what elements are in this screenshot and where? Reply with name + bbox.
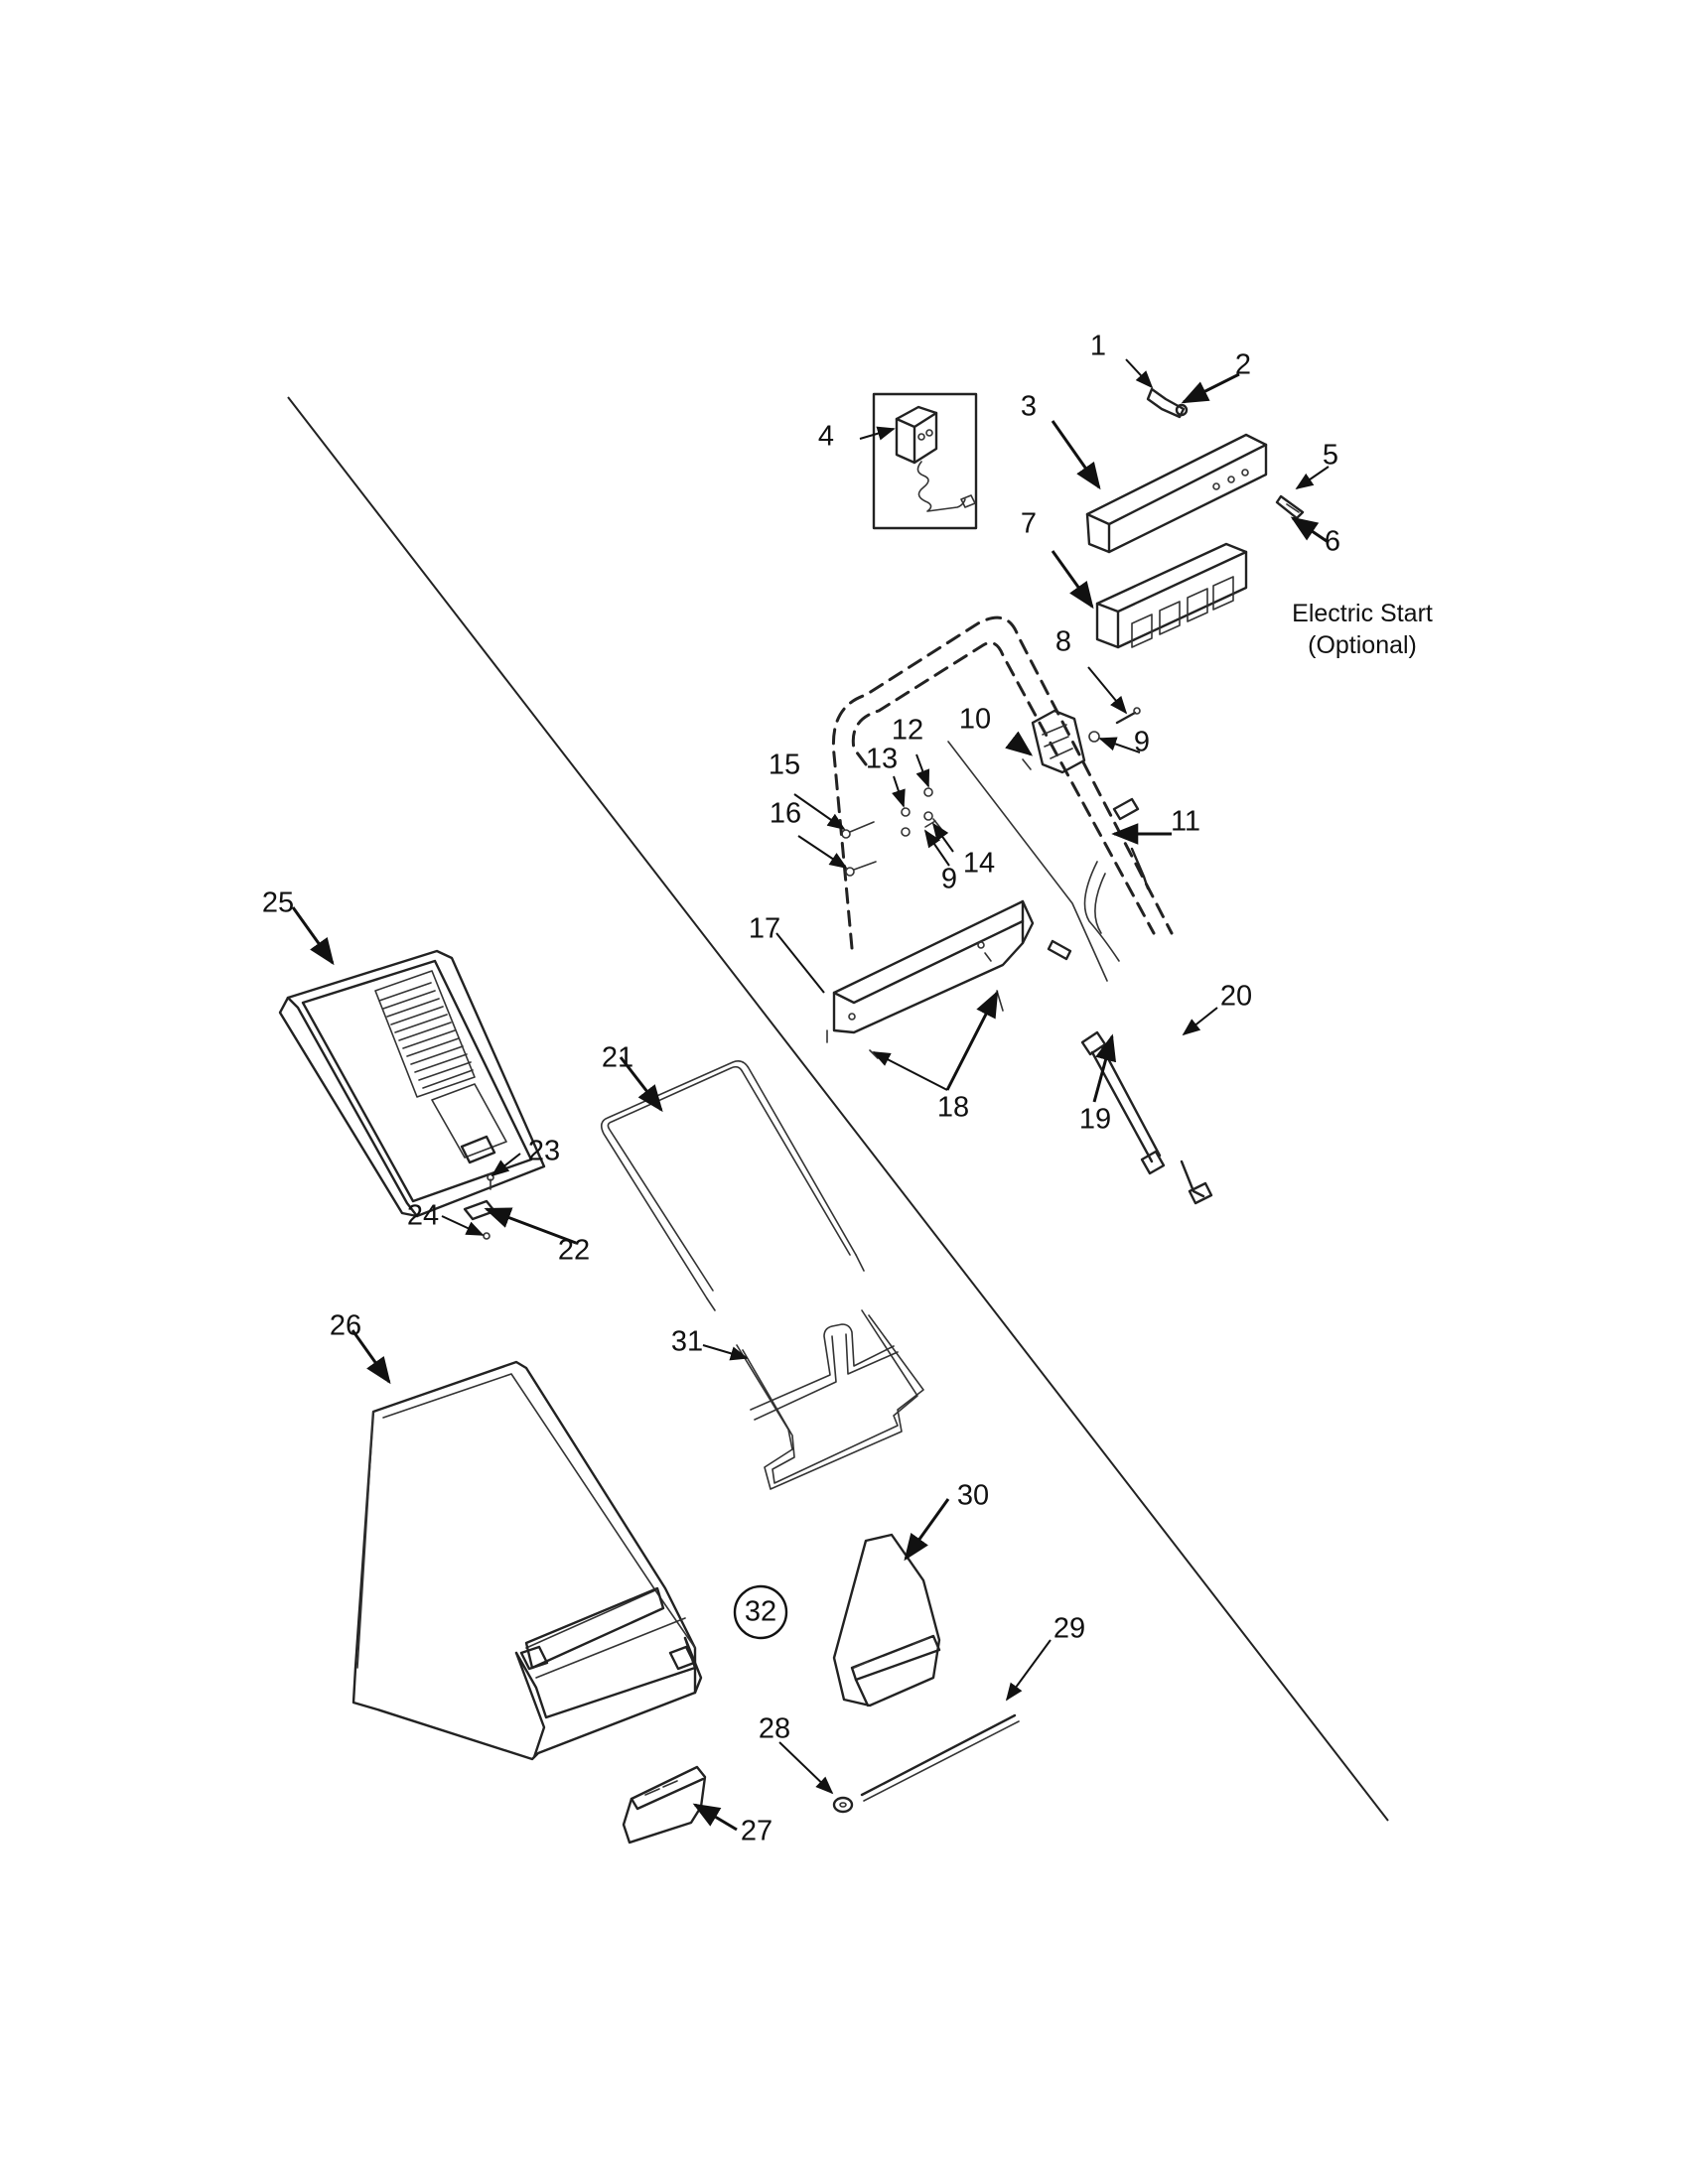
part-5-6-clip	[1275, 494, 1305, 520]
electric-start-title: Electric Start	[1292, 600, 1433, 627]
part-27-flap	[622, 1765, 707, 1844]
part-30-deflector	[832, 1533, 941, 1707]
part-4-charger	[872, 392, 978, 530]
label-part-22: 22	[557, 1234, 591, 1267]
part-7-battery-pack	[1095, 542, 1248, 649]
label-part-9-left: 9	[940, 863, 958, 895]
part-10-control	[1022, 709, 1086, 774]
label-part-13: 13	[865, 743, 899, 775]
label-part-32: 32	[744, 1595, 777, 1628]
label-part-5: 5	[1322, 439, 1339, 472]
label-part-1: 1	[1089, 330, 1107, 362]
part-24-screw	[483, 1232, 491, 1240]
label-part-6: 6	[1324, 525, 1341, 558]
part-3-battery-cover	[1085, 433, 1268, 554]
part-31-frame-lower	[706, 1254, 924, 1490]
label-part-31: 31	[670, 1325, 704, 1358]
upper-handle	[831, 615, 1174, 950]
label-part-14: 14	[962, 847, 996, 880]
part-20-connector	[1180, 1160, 1213, 1205]
label-part-20: 20	[1219, 980, 1253, 1013]
label-part-16: 16	[769, 797, 802, 830]
part-26-grass-bag	[351, 1360, 703, 1761]
separator-line	[287, 396, 1389, 1822]
part-12-13-14-hardware	[901, 787, 942, 837]
label-part-23: 23	[527, 1135, 561, 1167]
part-15-16-bolts	[841, 821, 877, 877]
label-part-19: 19	[1078, 1103, 1112, 1136]
part-8-bolt	[1115, 707, 1141, 725]
label-part-8: 8	[1054, 625, 1072, 658]
label-part-30: 30	[956, 1479, 990, 1512]
part-28-washer	[832, 1796, 854, 1814]
label-part-28: 28	[758, 1712, 791, 1745]
part-32-circle	[733, 1584, 788, 1640]
label-part-3: 3	[1020, 390, 1038, 423]
label-part-27: 27	[740, 1815, 773, 1847]
label-part-15: 15	[768, 749, 801, 781]
electric-start-subtitle: (Optional)	[1308, 631, 1417, 659]
label-part-24: 24	[406, 1199, 440, 1232]
part-25-catcher-top	[278, 949, 546, 1218]
label-part-4: 4	[817, 420, 835, 453]
label-part-17: 17	[748, 912, 781, 945]
part-23-screw	[487, 1173, 494, 1190]
label-part-9-right: 9	[1133, 726, 1151, 758]
part-1-2-fitting	[1146, 387, 1189, 419]
label-part-25: 25	[261, 887, 295, 919]
part-21-frame	[600, 1060, 857, 1299]
label-part-11: 11	[1170, 805, 1201, 838]
part-29-rod	[860, 1713, 1020, 1802]
part-17-bracket	[832, 899, 1035, 1034]
label-part-18: 18	[936, 1091, 970, 1124]
label-part-29: 29	[1052, 1612, 1086, 1645]
label-part-12: 12	[891, 714, 924, 747]
part-11-cable	[947, 741, 1150, 982]
leader-lines	[291, 358, 1330, 1832]
label-part-21: 21	[601, 1041, 634, 1074]
electric-start-note: Electric Start (Optional)	[1292, 598, 1433, 661]
label-part-10: 10	[958, 703, 992, 736]
part-9-nut-right	[1088, 731, 1100, 743]
label-part-2: 2	[1234, 348, 1252, 381]
label-part-26: 26	[329, 1309, 362, 1342]
label-part-7: 7	[1020, 507, 1038, 540]
